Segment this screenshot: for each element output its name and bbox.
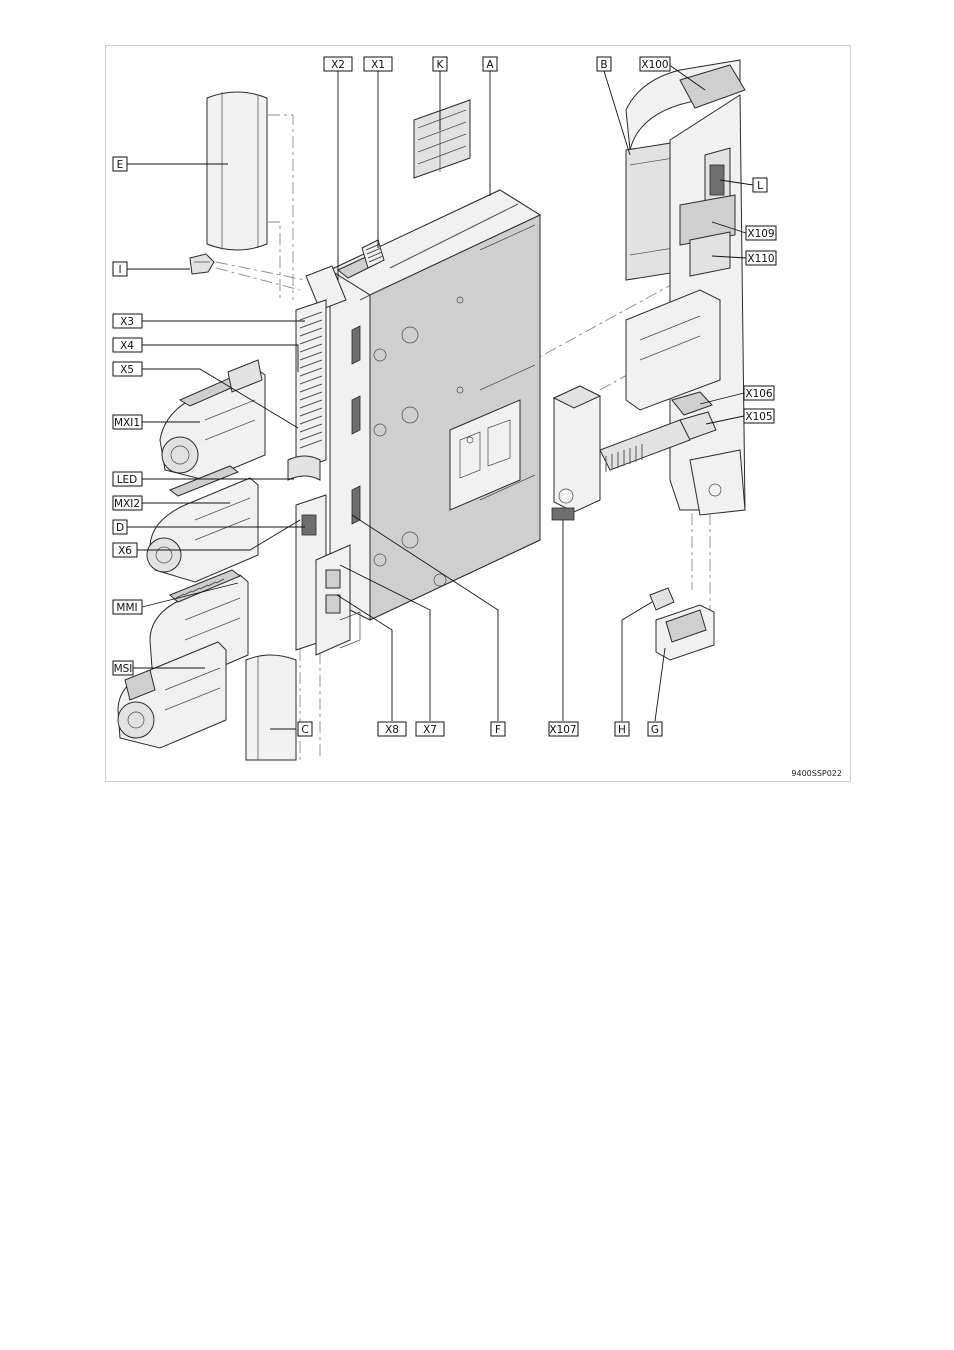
svg-text:X106: X106 <box>745 388 773 400</box>
svg-text:MSI: MSI <box>114 663 133 675</box>
svg-text:LED: LED <box>117 474 138 486</box>
svg-text:I: I <box>118 264 121 276</box>
svg-text:X3: X3 <box>120 316 134 328</box>
label-sheet-k <box>413 99 471 179</box>
svg-text:E: E <box>117 159 124 171</box>
label-x107: X107 <box>548 721 579 737</box>
cover-c <box>245 654 297 761</box>
label-x106: X106 <box>743 385 775 401</box>
label-x100: X100 <box>639 56 671 72</box>
mounting-plate-b <box>599 59 746 516</box>
module-mxi2 <box>146 465 259 583</box>
terminal-strip <box>295 299 327 471</box>
label-x6: X6 <box>112 542 138 558</box>
svg-text:X2: X2 <box>331 59 345 71</box>
svg-text:X8: X8 <box>385 724 399 736</box>
svg-text:D: D <box>116 522 124 534</box>
lower-front-strip <box>287 455 361 656</box>
module-msi <box>117 641 227 749</box>
label-h: H <box>614 721 630 737</box>
svg-text:C: C <box>301 724 308 736</box>
svg-text:A: A <box>486 59 494 71</box>
label-d: D <box>112 519 128 535</box>
figure-code: 9400SSP022 <box>791 769 842 778</box>
label-mxi1: MXI1 <box>112 414 143 430</box>
label-x3: X3 <box>112 313 143 329</box>
label-c: C <box>297 721 313 737</box>
part-h <box>649 587 675 611</box>
label-b: B <box>596 56 612 72</box>
label-k: K <box>432 56 448 72</box>
label-x105: X105 <box>743 408 775 424</box>
label-msi: MSI <box>112 660 134 676</box>
svg-text:H: H <box>618 724 626 736</box>
svg-text:X5: X5 <box>120 364 134 376</box>
svg-text:MMI: MMI <box>116 602 137 614</box>
svg-text:X100: X100 <box>641 59 668 71</box>
label-e: E <box>112 156 128 172</box>
label-mmi: MMI <box>112 599 143 615</box>
main-housing-a <box>305 189 542 621</box>
label-x110: X110 <box>745 250 777 266</box>
module-mxi1 <box>159 359 266 481</box>
label-x2: X2 <box>323 56 353 72</box>
label-x7: X7 <box>415 721 445 737</box>
label-g: G <box>647 721 663 737</box>
svg-text:MXI2: MXI2 <box>114 498 140 510</box>
clip-i <box>189 253 215 275</box>
svg-text:K: K <box>437 59 445 71</box>
part-g <box>655 604 715 661</box>
svg-text:X110: X110 <box>747 253 774 265</box>
label-mxi2: MXI2 <box>112 495 143 511</box>
label-l: L <box>752 177 768 193</box>
label-x4: X4 <box>112 337 143 353</box>
svg-text:X6: X6 <box>118 545 132 557</box>
svg-text:L: L <box>757 180 763 192</box>
label-f: F <box>490 721 506 737</box>
svg-text:X4: X4 <box>120 340 134 352</box>
svg-text:X1: X1 <box>371 59 385 71</box>
svg-text:X7: X7 <box>423 724 437 736</box>
svg-text:F: F <box>495 724 501 736</box>
cover-e <box>206 91 268 251</box>
label-x5: X5 <box>112 361 143 377</box>
label-i: I <box>112 261 128 277</box>
label-x1: X1 <box>363 56 393 72</box>
svg-text:MXI1: MXI1 <box>114 417 140 429</box>
label-x8: X8 <box>377 721 407 737</box>
svg-text:G: G <box>651 724 659 736</box>
module-x107 <box>551 385 602 521</box>
svg-text:X107: X107 <box>549 724 576 736</box>
svg-text:X105: X105 <box>745 411 772 423</box>
leader-lines <box>127 63 754 730</box>
label-x109: X109 <box>745 225 777 241</box>
label-a: A <box>482 56 498 72</box>
svg-text:B: B <box>600 59 607 71</box>
svg-text:X109: X109 <box>747 228 774 240</box>
label-led: LED <box>112 471 143 487</box>
